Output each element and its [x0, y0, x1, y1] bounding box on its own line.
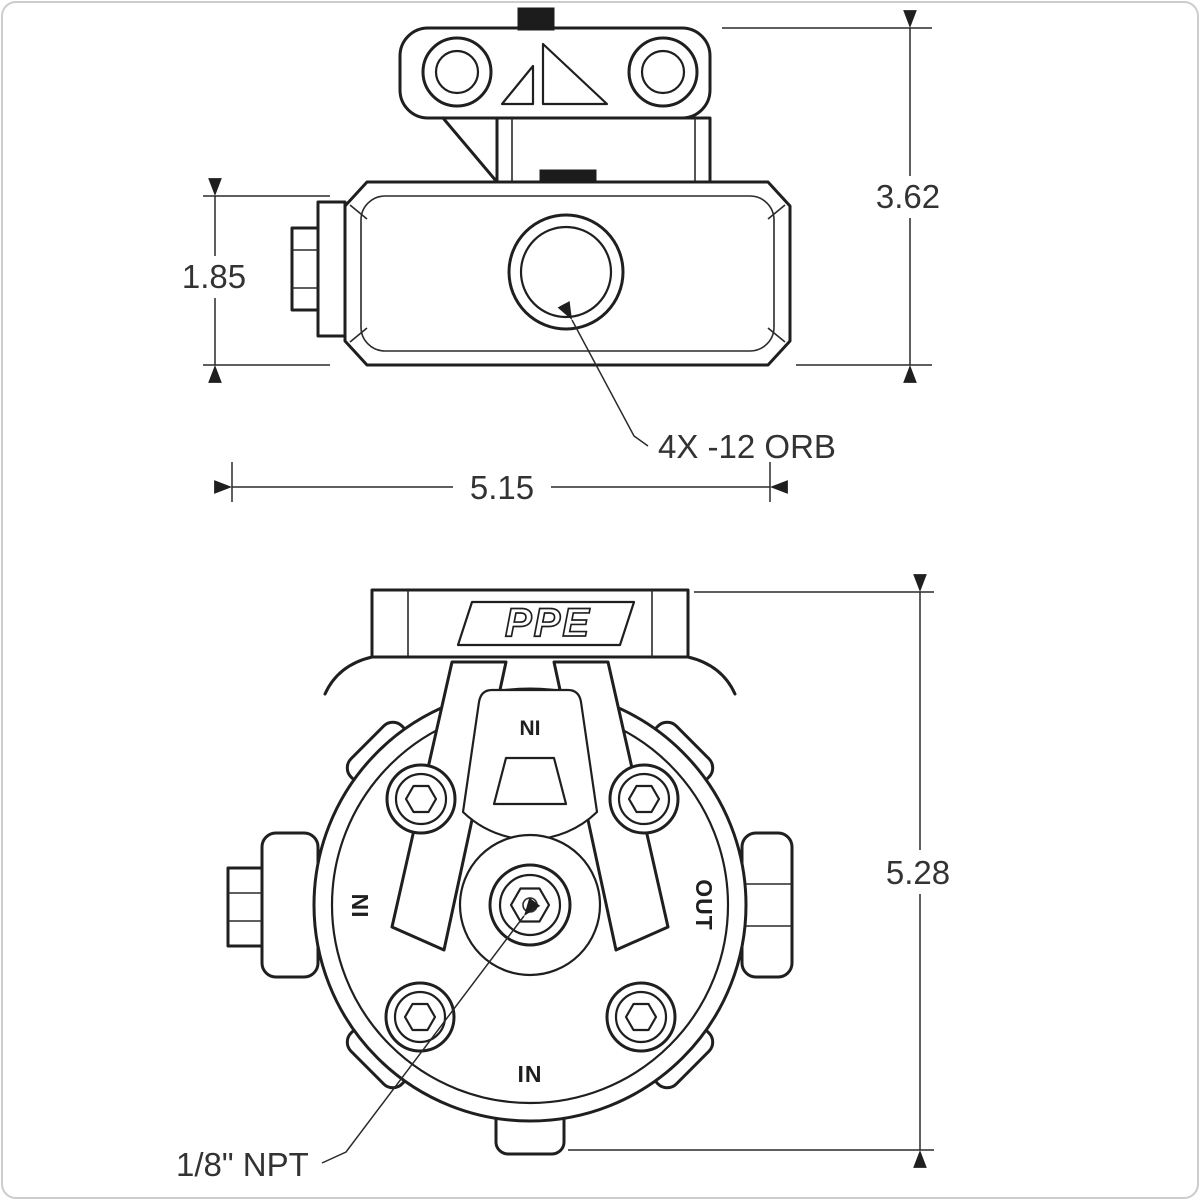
left-tab [260, 831, 320, 979]
a-frame-slot [492, 756, 568, 806]
front-view: PPE IN IN OUT IN [176, 574, 964, 1183]
orb-callout: 4X -12 ORB [557, 301, 836, 465]
ppe-logo: PPE [505, 601, 591, 645]
orb-callout-label: 4X -12 ORB [658, 428, 836, 465]
npt-plug-hex [509, 887, 551, 923]
bracket-neck [495, 116, 712, 184]
bracket-gusset [541, 42, 609, 106]
port-label-top: IN [520, 716, 541, 739]
side-inlet-nut [290, 226, 320, 312]
dimension-front-height: 5.28 [568, 574, 964, 1168]
dimension-overall-height: 3.62 [722, 10, 952, 383]
ppe-logo-box [456, 600, 636, 647]
side-body [290, 169, 792, 367]
dimension-width: 5.15 [214, 462, 788, 508]
bolt-top-right [608, 763, 680, 835]
dim-overall-height-label: 3.62 [876, 178, 940, 215]
front-header: PPE [323, 588, 737, 696]
front-inlet-nut [226, 866, 264, 948]
dim-inlet-height-label: 1.85 [182, 258, 246, 295]
port-label-bottom: IN [518, 1061, 543, 1087]
bolt-top-left [385, 763, 457, 835]
bracket-bolt-hole-left [421, 36, 493, 108]
bolt-bottom-left [384, 981, 456, 1053]
right-tab [740, 831, 794, 979]
bracket-bolt-hole-right [627, 36, 699, 108]
side-inlet-flange [316, 200, 347, 338]
center-npt-port [458, 833, 602, 977]
port-label-left: IN [347, 893, 373, 918]
dim-front-height-label: 5.28 [886, 854, 950, 891]
bracket-top-tab [517, 7, 555, 31]
mounting-bracket [398, 7, 712, 184]
dimension-inlet-height: 1.85 [179, 178, 330, 383]
dim-width-label: 5.15 [470, 469, 534, 506]
orb-port [507, 213, 625, 331]
npt-callout-label: 1/8" NPT [176, 1146, 309, 1183]
npt-callout: 1/8" NPT [176, 897, 541, 1183]
side-view: 1.85 3.62 4X -12 ORB 5.15 [179, 7, 952, 508]
bolt-bottom-right [605, 981, 677, 1053]
port-label-right: OUT [691, 879, 717, 931]
